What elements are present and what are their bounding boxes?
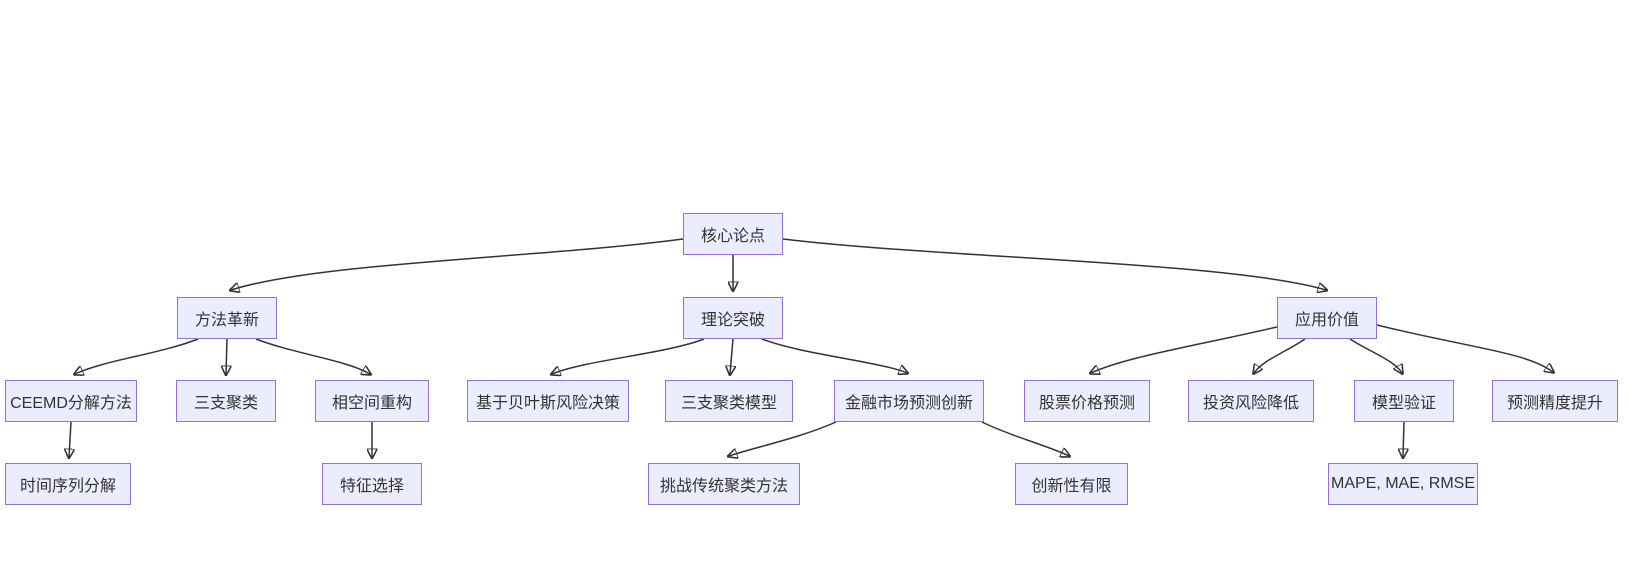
node-three-way-clustering: 三支聚类: [176, 380, 276, 422]
node-financial-market-forecast-innovation: 金融市场预测创新: [834, 380, 984, 422]
node-feature-selection: 特征选择: [322, 463, 422, 505]
node-investment-risk-reduction: 投资风险降低: [1188, 380, 1314, 422]
edge-root-application: [782, 238, 1326, 290]
edge-ceemd-tsdecomp: [69, 421, 71, 457]
edge-application-risk: [1254, 338, 1306, 373]
edge-application-validation: [1349, 338, 1402, 373]
edge-fininno-challenge: [729, 421, 837, 456]
node-ceemd-decomposition: CEEMD分解方法: [5, 380, 137, 422]
edge-method-threeway: [226, 338, 227, 374]
node-challenge-traditional-clustering: 挑战传统聚类方法: [648, 463, 800, 505]
node-phase-space-reconstruction: 相空间重构: [315, 380, 429, 422]
node-model-validation: 模型验证: [1354, 380, 1454, 422]
edge-theory-bayes: [552, 338, 705, 374]
edge-theory-twmodel: [730, 338, 733, 374]
edge-method-phase: [255, 338, 370, 374]
node-core-thesis: 核心论点: [683, 213, 783, 255]
edge-method-ceemd: [75, 338, 199, 374]
edge-theory-fininno: [761, 338, 907, 373]
node-application-value: 应用价值: [1277, 297, 1377, 339]
edge-validation-metrics: [1403, 421, 1404, 457]
node-error-metrics: MAPE, MAE, RMSE: [1328, 463, 1478, 505]
node-time-series-decomposition: 时间序列分解: [5, 463, 131, 505]
node-method-innovation: 方法革新: [177, 297, 277, 339]
node-stock-price-prediction: 股票价格预测: [1024, 380, 1150, 422]
edge-application-stock: [1091, 326, 1278, 373]
edge-application-accuracy: [1376, 324, 1553, 372]
node-prediction-accuracy-improvement: 预测精度提升: [1492, 380, 1618, 422]
edge-root-method: [231, 238, 684, 290]
node-bayesian-risk-decision: 基于贝叶斯风险决策: [467, 380, 629, 422]
node-theory-breakthrough: 理论突破: [683, 297, 783, 339]
node-three-way-clustering-model: 三支聚类模型: [665, 380, 793, 422]
node-limited-innovation: 创新性有限: [1015, 463, 1128, 505]
edge-fininno-limited: [981, 421, 1069, 456]
